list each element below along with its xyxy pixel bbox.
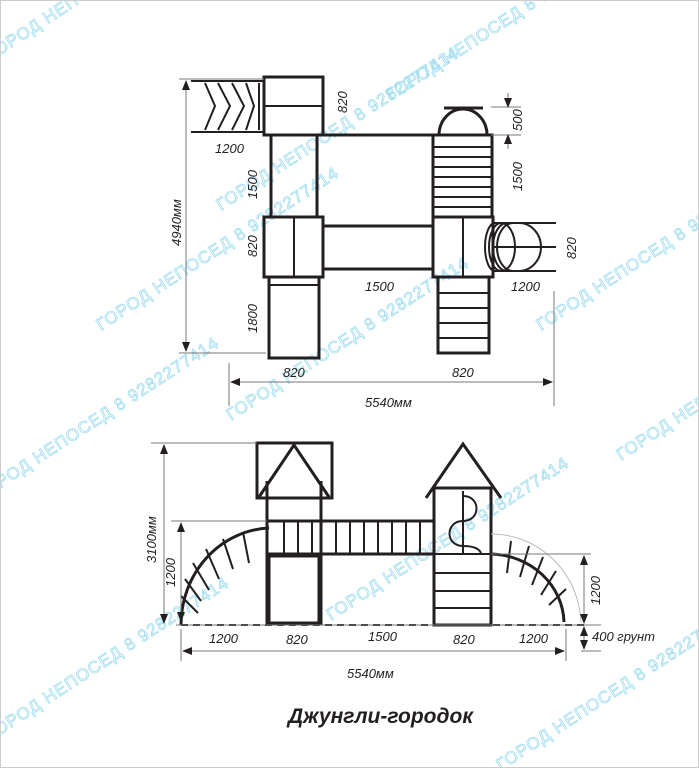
side-dim-seg5: 1200 <box>519 631 549 646</box>
top-view: 4940мм 1200 820 1500 820 1800 1500 500 1… <box>169 75 579 410</box>
dim-tunnel-width: 820 <box>564 237 579 259</box>
watermark: ГОРОД НЕПОСЕД 8 9282277414 <box>533 163 699 334</box>
dim-bridge: 1500 <box>365 279 395 294</box>
side-dim-seg2: 820 <box>286 632 308 647</box>
dim-left-bottom: 1800 <box>245 303 260 333</box>
watermark: ГОРОД НЕПОСЕД 8 9282277414 <box>93 163 343 334</box>
side-dim-seg3: 1500 <box>368 629 398 644</box>
watermark: ГОРОД НЕПОСЕД 8 9282277414 <box>493 603 699 768</box>
dim-left-mid: 820 <box>245 235 260 257</box>
dim-right-column: 1500 <box>510 161 525 191</box>
watermark: ГОРОД НЕПОСЕД 8 9282277414 <box>323 453 573 624</box>
watermark: ГОРОД НЕПОСЕД 8 9282277414 <box>383 1 633 104</box>
watermark: ГОРОД НЕПОСЕД 8 9282277414 <box>1 573 232 744</box>
watermark: ГОРОД НЕПОСЕД 8 9282277414 <box>1 1 232 64</box>
dim-dome: 500 <box>510 109 525 131</box>
side-view: 3100мм 1200 1200 400 грунт 1200 820 1500… <box>144 441 655 681</box>
side-dim-seg4: 820 <box>453 632 475 647</box>
drawing-title: Джунгли-городок <box>286 705 474 728</box>
dim-bottom-right: 820 <box>452 365 474 380</box>
watermark: ГОРОД НЕПОСЕД 8 9282277414 <box>613 293 699 464</box>
side-dim-right-height: 1200 <box>588 575 603 605</box>
dim-left-column: 1500 <box>245 169 260 199</box>
side-dim-seg1: 1200 <box>209 631 239 646</box>
side-dim-total-height: 3100мм <box>144 516 159 563</box>
side-dim-ground: 400 грунт <box>592 629 655 644</box>
dim-top-box: 820 <box>335 91 350 113</box>
dim-total-height: 4940мм <box>169 199 184 246</box>
dim-total-width: 5540мм <box>365 395 412 410</box>
side-dim-total-width: 5540мм <box>347 666 394 681</box>
watermark: ГОРОД НЕПОСЕД 8 9282277414 <box>1 333 222 504</box>
watermark: ГОРОД НЕПОСЕД 8 9282277414 <box>223 253 473 424</box>
dim-slide-length: 1200 <box>215 141 245 156</box>
side-dim-deck-height: 1200 <box>163 557 178 587</box>
dim-bottom-left: 820 <box>283 365 305 380</box>
dim-tunnel-length: 1200 <box>511 279 541 294</box>
